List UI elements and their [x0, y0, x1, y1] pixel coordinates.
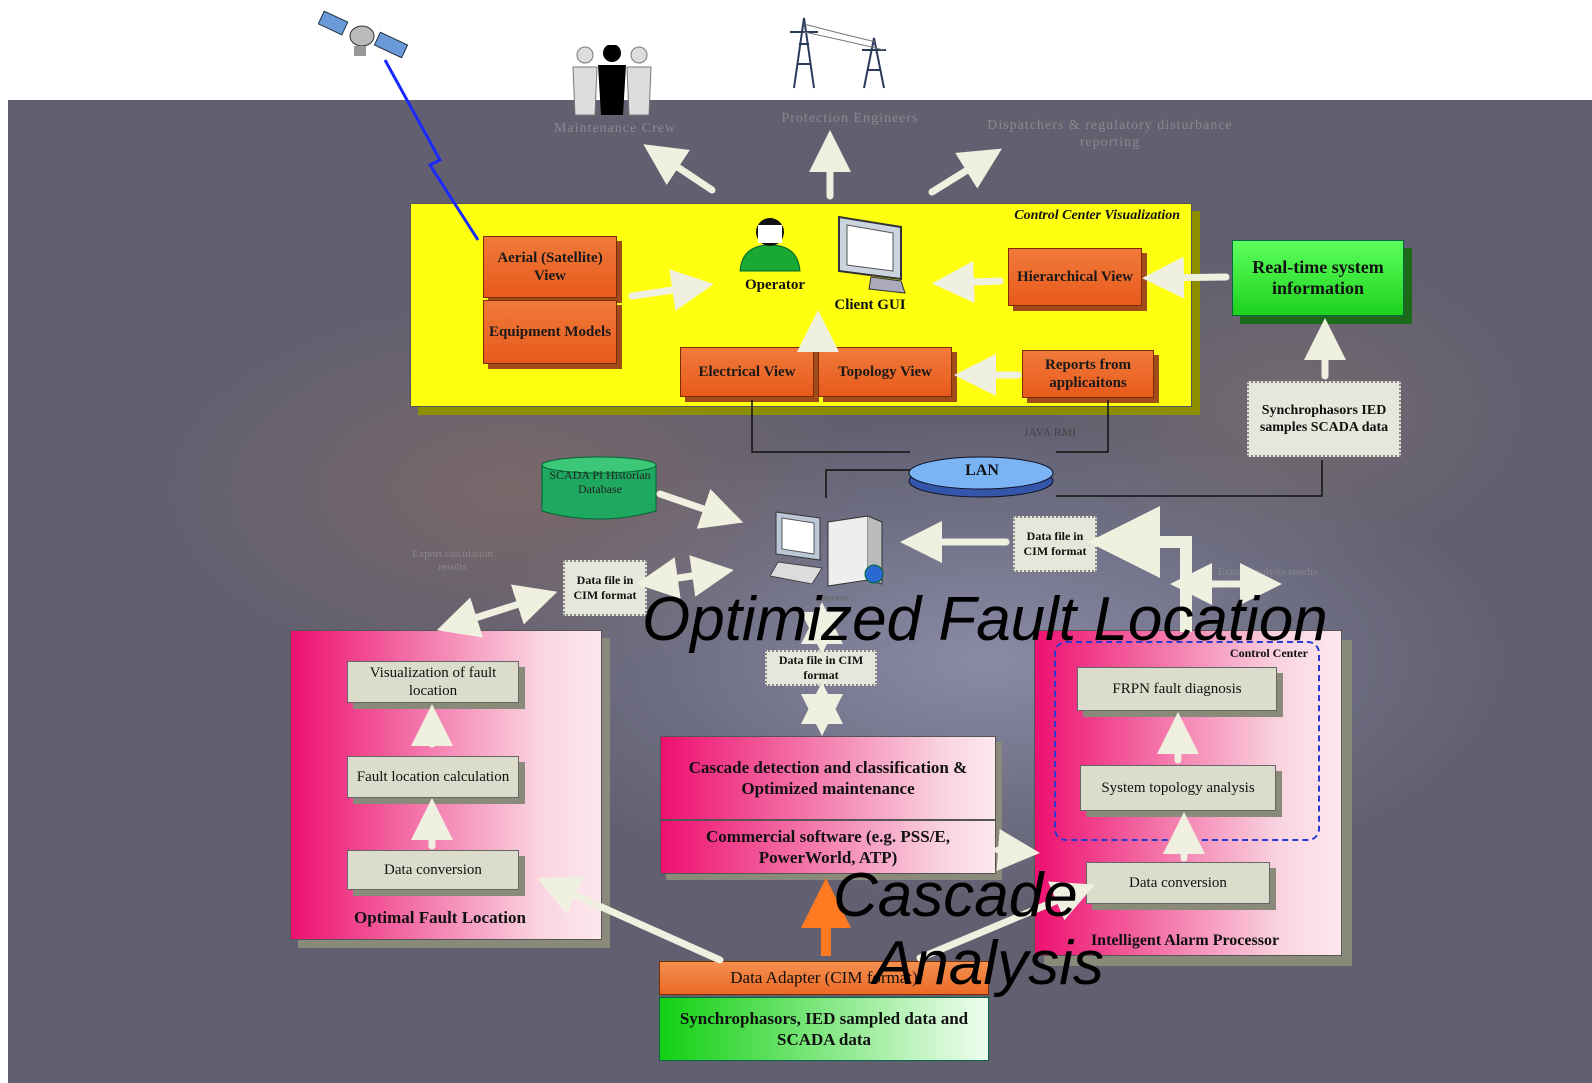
- data-adapter-box: Data Adapter (CIM format): [659, 961, 989, 995]
- operator-label: Operator: [745, 277, 805, 293]
- client-gui-label: Client GUI: [834, 297, 906, 313]
- hierarchical-view-box: Hierarchical View: [1008, 248, 1142, 306]
- java-rmi-label: JAVA RMI: [1023, 425, 1077, 439]
- reports-box: Reports from applicaitons: [1022, 350, 1154, 398]
- datafile-center-box: Data file in CIM format: [765, 650, 877, 686]
- control-center-title: Control Center Visualization: [1014, 208, 1180, 223]
- cascade-detection-box: Cascade detection and classification & O…: [660, 736, 996, 820]
- overlay-cascade-text: Cascade: [833, 861, 1078, 930]
- iap-data-conversion-box: Data conversion: [1086, 862, 1270, 904]
- synchro-bottom-box: Synchrophasors, IED sampled data and SCA…: [659, 997, 989, 1061]
- overlay-analysis-text: Analysis: [873, 929, 1104, 998]
- frpn-box: FRPN fault diagnosis: [1077, 667, 1277, 711]
- system-topology-box: System topology analysis: [1080, 765, 1276, 811]
- export-calc-label: Export calculation results: [412, 548, 493, 573]
- people-icon: [572, 45, 652, 116]
- aerial-view-box: Aerial (Satellite) View: [483, 236, 617, 298]
- server-computer-icon: [770, 511, 884, 587]
- protection-engineers-label: Protection Engineers: [781, 111, 919, 126]
- optimal-fault-location-title: Optimal Fault Location: [354, 908, 526, 927]
- lan-label: LAN: [965, 462, 999, 479]
- realtime-box: Real-time system information: [1232, 240, 1404, 316]
- ofl-data-conversion-box: Data conversion: [347, 850, 519, 890]
- satellite-icon: [318, 10, 409, 59]
- operator-icon: [739, 218, 801, 272]
- overlay-ofl-text: Optimized Fault Location: [642, 585, 1328, 654]
- export-analysis-label: Export analysis results: [1217, 566, 1318, 578]
- intelligent-alarm-title: Intelligent Alarm Processor: [1090, 932, 1280, 949]
- server-label: Server: [820, 592, 850, 604]
- scada-pi-label: SCADA PI Historian Database: [549, 468, 651, 496]
- database-icon: [541, 456, 657, 520]
- dispatchers-label: Dispatchers & regulatory disturbance rep…: [987, 118, 1233, 150]
- iap-control-center-label: Control Center: [1229, 646, 1308, 660]
- visualization-box: Visualization of fault location: [347, 661, 519, 703]
- datafile-right-box: Data file in CIM format: [1013, 516, 1097, 572]
- maintenance-crew-label: Maintenance Crew: [553, 121, 677, 136]
- commercial-software-box: Commercial software (e.g. PSS/E, PowerWo…: [660, 820, 996, 874]
- fault-calculation-box: Fault location calculation: [347, 756, 519, 798]
- electrical-view-box: Electrical View: [680, 347, 814, 397]
- topology-view-box: Topology View: [818, 347, 952, 397]
- datafile-left-box: Data file in CIM format: [563, 560, 647, 616]
- transmission-tower-icon: [790, 17, 886, 89]
- equipment-models-box: Equipment Models: [483, 300, 617, 364]
- monitor-icon: [838, 215, 906, 294]
- synchro-note-box: Synchrophasors IED samples SCADA data: [1247, 381, 1401, 457]
